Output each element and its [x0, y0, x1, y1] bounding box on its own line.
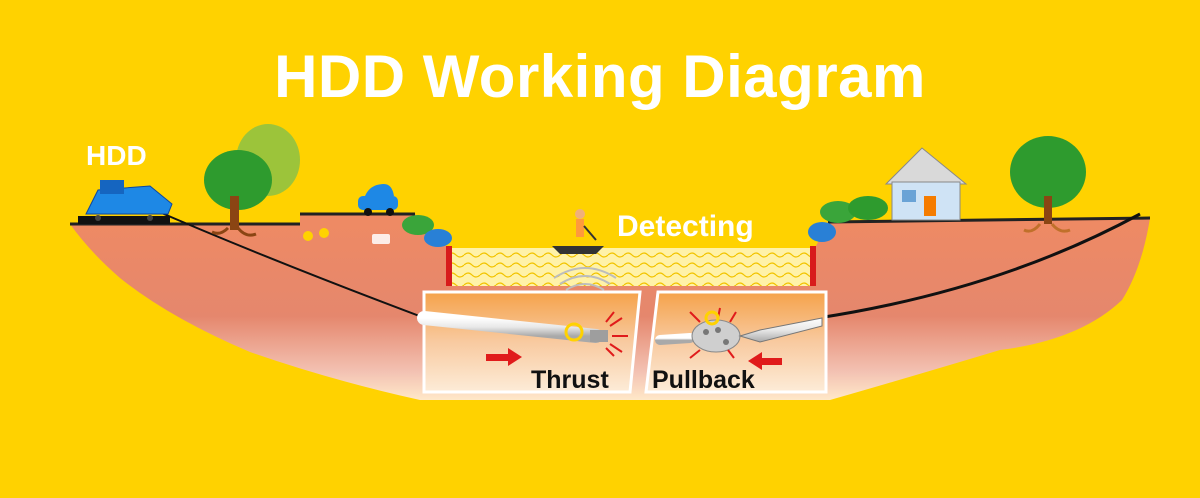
reamer-icon: [689, 307, 823, 359]
car-icon: [358, 184, 398, 216]
detecting-label: Detecting: [617, 210, 754, 243]
left-riverbank-wall: [446, 246, 452, 286]
pullback-arrow: [748, 352, 782, 370]
right-riverbank-wall: [810, 246, 816, 286]
culvert: [303, 228, 390, 244]
hdd-label: HDD: [86, 140, 147, 171]
pullback-panel: [644, 290, 828, 394]
tree-icon: [1010, 136, 1086, 233]
thrust-panel: [417, 290, 642, 394]
bore-path: [149, 207, 1141, 321]
pullback-label: Pullback: [652, 366, 755, 394]
walkover-locator-icon: [552, 209, 604, 254]
bush-right: [808, 196, 888, 242]
drill-bit-icon: [564, 311, 628, 357]
tree-icon: [204, 124, 300, 237]
river: [446, 246, 816, 286]
drilling-rig-icon: [78, 180, 173, 224]
thrust-arrow: [486, 348, 522, 366]
bush-left: [402, 215, 452, 247]
house-icon: [884, 147, 968, 221]
page-title: HDD Working Diagram: [274, 43, 926, 110]
thrust-label: Thrust: [531, 366, 609, 394]
